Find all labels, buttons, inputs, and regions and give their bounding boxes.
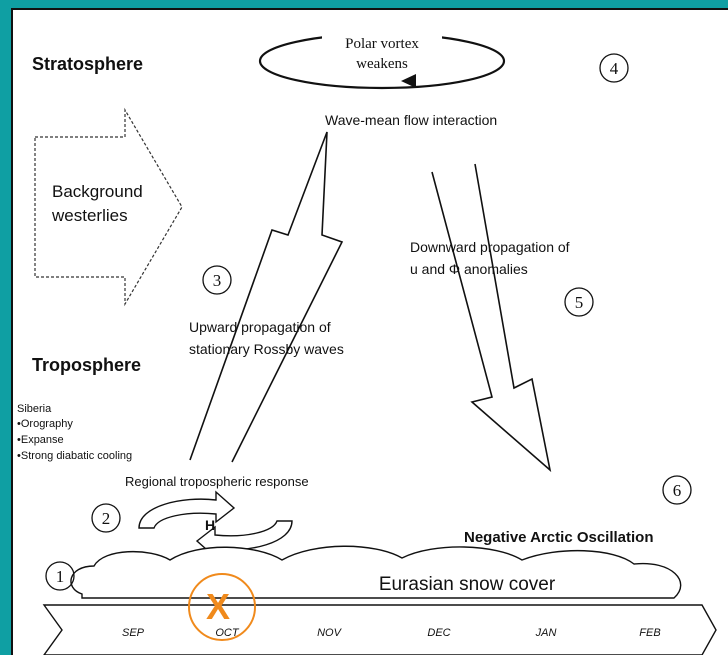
month-sep: SEP: [122, 627, 145, 639]
step-1-circle: [45, 561, 75, 591]
downward-label-1: Downward propagation of: [410, 239, 570, 255]
wave-mean-label: Wave-mean flow interaction: [325, 112, 497, 128]
troposphere-label: Troposphere: [32, 355, 141, 375]
step-5-circle: [564, 287, 594, 317]
step-3-label: 3: [213, 271, 222, 290]
diagram-canvas: Background westerlies Stratosphere Tropo…: [17, 30, 717, 655]
month-feb: FEB: [639, 627, 660, 639]
downward-label-2: u and Φ anomalies: [410, 261, 528, 277]
siberia-label: Siberia: [17, 403, 52, 415]
polar-vortex-label-bg: [322, 30, 442, 78]
october-marker-circle: [188, 573, 256, 641]
polar-vortex-label-2: weakens: [356, 56, 408, 72]
snow-cover-cloud: [70, 545, 682, 599]
step-2-circle: [91, 503, 121, 533]
timeline-arrow: [42, 604, 717, 655]
siberia-bullet-1: •Orography: [17, 418, 73, 430]
diagram-panel: Background westerlies Stratosphere Tropo…: [11, 8, 728, 655]
month-oct: OCT: [215, 627, 240, 639]
siberia-bullet-3: •Strong diabatic cooling: [17, 450, 132, 462]
regional-response-label: Regional tropospheric response: [125, 474, 309, 489]
step-5-label: 5: [575, 293, 584, 312]
polar-vortex-label-1: Polar vortex: [345, 36, 419, 52]
negative-ao-label: Negative Arctic Oscillation: [464, 529, 654, 546]
background-label-1: Background: [52, 182, 143, 201]
upward-label-1: Upward propagation of: [189, 319, 331, 335]
downward-anomaly-arrow: [431, 163, 552, 473]
step-4-label: 4: [610, 59, 619, 78]
background-label-2: westerlies: [51, 206, 128, 225]
upward-wave-arrow: [189, 131, 344, 463]
step-2-label: 2: [102, 509, 111, 528]
step-6-label: 6: [673, 481, 682, 500]
background-westerlies-arrow: [34, 107, 183, 307]
october-marker-x: X: [206, 586, 230, 627]
step-4-circle: [599, 53, 629, 83]
upward-label-2: stationary Rossby waves: [189, 341, 344, 357]
snow-cover-label: Eurasian snow cover: [379, 574, 556, 595]
month-nov: NOV: [317, 627, 343, 639]
high-pressure-label: H: [205, 517, 215, 533]
siberia-bullet-2: •Expanse: [17, 434, 64, 446]
month-jan: JAN: [535, 627, 557, 639]
step-1-label: 1: [56, 567, 65, 586]
month-dec: DEC: [427, 627, 450, 639]
polar-vortex-arrowhead: [401, 74, 416, 88]
step-6-circle: [662, 475, 692, 505]
stratosphere-label: Stratosphere: [32, 54, 143, 74]
step-3-circle: [202, 265, 232, 295]
